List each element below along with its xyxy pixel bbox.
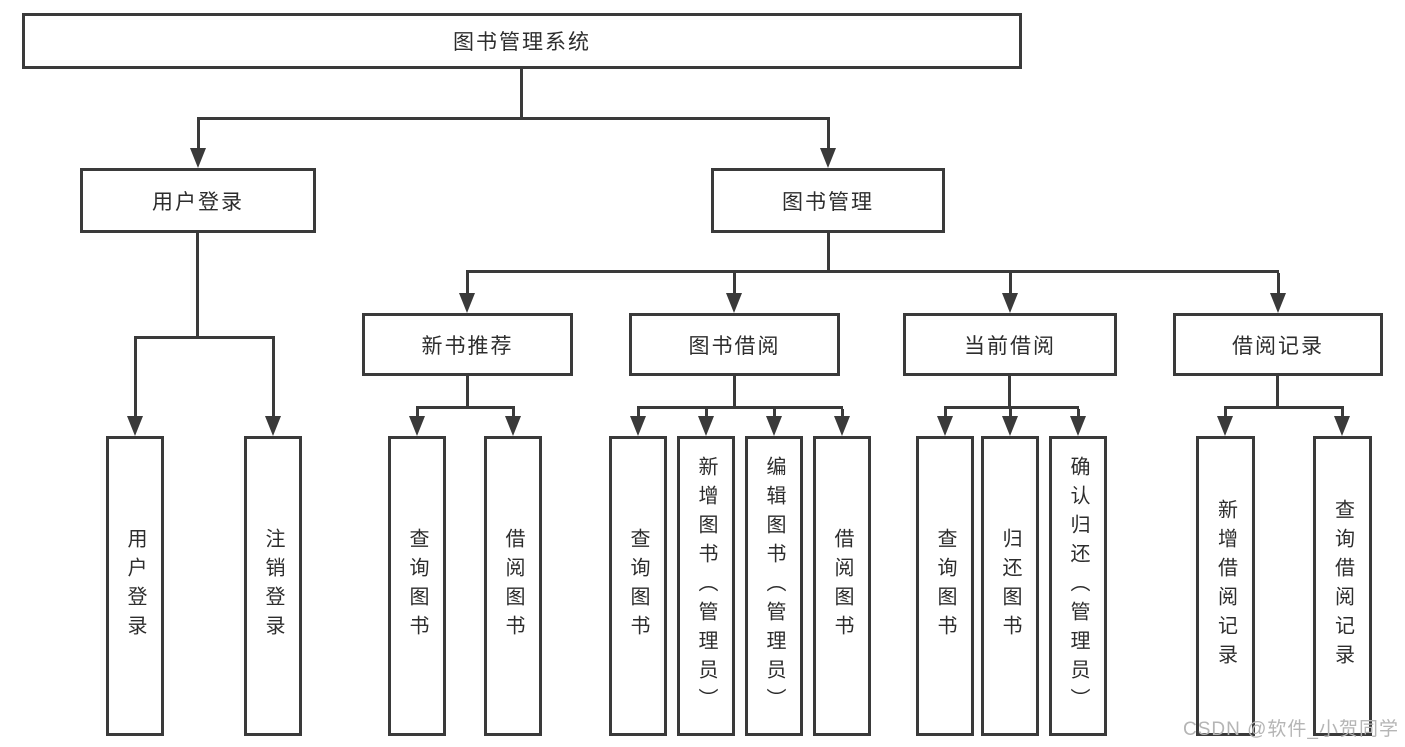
connector-line-v — [733, 273, 736, 293]
connector-line-v — [1224, 409, 1227, 416]
connector-line-v — [520, 69, 523, 118]
leaf-borrow-books-recommend: 借阅图书 — [484, 436, 542, 736]
node-new-book-recommendation: 新书推荐 — [362, 313, 573, 376]
connector-line-h — [637, 406, 843, 409]
node-label: 当前借阅 — [964, 334, 1056, 358]
connector-line-v — [416, 409, 419, 416]
leaf-label: 编辑图书（管理员） — [763, 455, 785, 717]
leaf-logout: 注销登录 — [244, 436, 302, 736]
connector-line-v — [1009, 409, 1012, 416]
node-book-borrowing: 图书借阅 — [629, 313, 840, 376]
arrow-down-icon — [766, 416, 782, 436]
connector-line-v — [733, 376, 736, 409]
node-label: 新书推荐 — [421, 334, 514, 358]
connector-line-v — [1077, 409, 1080, 416]
leaf-return-books: 归还图书 — [981, 436, 1039, 736]
connector-line-h — [134, 336, 275, 339]
node-label: 借阅记录 — [1232, 334, 1324, 358]
leaf-user-login: 用户登录 — [106, 436, 164, 736]
connector-line-v — [1277, 273, 1280, 293]
leaf-add-borrow-record: 新增借阅记录 — [1196, 436, 1255, 736]
leaf-query-books-recommend: 查询图书 — [388, 436, 446, 736]
leaf-label: 新增借阅记录 — [1214, 499, 1237, 673]
node-current-borrowing: 当前借阅 — [903, 313, 1117, 376]
connector-line-h — [944, 406, 1079, 409]
leaf-query-books-borrow: 查询图书 — [609, 436, 667, 736]
arrow-down-icon — [1334, 416, 1350, 436]
connector-line-v — [197, 120, 200, 148]
arrow-down-icon — [1270, 293, 1286, 313]
leaf-label: 查询借阅记录 — [1331, 499, 1354, 673]
leaf-label: 归还图书 — [999, 528, 1021, 644]
leaf-query-books-current: 查询图书 — [916, 436, 974, 736]
leaf-borrow-books: 借阅图书 — [813, 436, 871, 736]
leaf-add-books-admin: 新增图书（管理员） — [677, 436, 735, 736]
arrow-down-icon — [1002, 416, 1018, 436]
connector-line-v — [196, 233, 199, 338]
connector-line-v — [512, 409, 515, 416]
connector-line-v — [134, 338, 137, 416]
leaf-label: 借阅图书 — [502, 528, 524, 644]
connector-line-v — [827, 233, 830, 273]
leaf-label: 注销登录 — [262, 528, 284, 644]
connector-line-v — [705, 409, 708, 416]
arrow-down-icon — [937, 416, 953, 436]
arrow-down-icon — [834, 416, 850, 436]
leaf-label: 用户登录 — [124, 528, 146, 644]
leaf-edit-books-admin: 编辑图书（管理员） — [745, 436, 803, 736]
connector-line-v — [1341, 409, 1344, 416]
node-label: 用户登录 — [152, 190, 244, 214]
node-user-login: 用户登录 — [80, 168, 316, 233]
arrow-down-icon — [726, 293, 742, 313]
connector-line-v — [773, 409, 776, 416]
node-label: 图书借阅 — [688, 334, 781, 358]
watermark: CSDN @软件_小贺同学 — [1183, 719, 1399, 740]
arrow-down-icon — [265, 416, 281, 436]
arrow-down-icon — [630, 416, 646, 436]
leaf-label: 新增图书（管理员） — [695, 455, 717, 717]
arrow-down-icon — [459, 293, 475, 313]
leaf-confirm-return-admin: 确认归还（管理员） — [1049, 436, 1107, 736]
arrow-down-icon — [409, 416, 425, 436]
leaf-label: 查询图书 — [627, 528, 649, 644]
connector-line-v — [827, 120, 830, 148]
arrow-down-icon — [820, 148, 836, 168]
node-borrowing-records: 借阅记录 — [1173, 313, 1383, 376]
connector-line-v — [944, 409, 947, 416]
connector-line-v — [272, 338, 275, 416]
leaf-query-borrow-record: 查询借阅记录 — [1313, 436, 1372, 736]
arrow-down-icon — [1002, 293, 1018, 313]
connector-line-v — [637, 409, 640, 416]
arrow-down-icon — [190, 148, 206, 168]
connector-line-v — [1008, 376, 1011, 409]
connector-line-v — [1276, 376, 1279, 409]
node-library-system: 图书管理系统 — [22, 13, 1022, 69]
arrow-down-icon — [698, 416, 714, 436]
connector-line-h — [1224, 406, 1344, 409]
node-label: 图书管理 — [782, 190, 874, 214]
leaf-label: 借阅图书 — [831, 528, 853, 644]
connector-line-h — [416, 406, 515, 409]
connector-line-v — [466, 376, 469, 409]
connector-line-v — [466, 273, 469, 293]
leaf-label: 查询图书 — [406, 528, 428, 644]
connector-line-h — [466, 270, 1279, 273]
node-label: 图书管理系统 — [453, 31, 591, 54]
connector-line-h — [197, 117, 830, 120]
connector-line-v — [841, 409, 844, 416]
arrow-down-icon — [127, 416, 143, 436]
leaf-label: 确认归还（管理员） — [1067, 455, 1089, 717]
leaf-label: 查询图书 — [934, 528, 956, 644]
connector-line-v — [1009, 273, 1012, 293]
arrow-down-icon — [1070, 416, 1086, 436]
arrow-down-icon — [1217, 416, 1233, 436]
arrow-down-icon — [505, 416, 521, 436]
node-book-management: 图书管理 — [711, 168, 945, 233]
